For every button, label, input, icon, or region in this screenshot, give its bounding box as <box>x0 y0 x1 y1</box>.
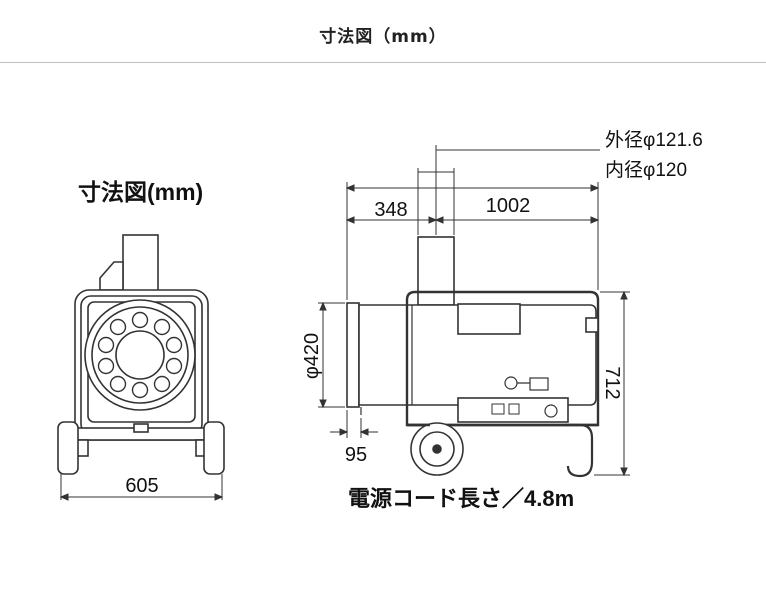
front-side-tab <box>99 261 124 291</box>
offset-label: 348 <box>374 199 407 221</box>
side-view <box>346 236 600 478</box>
side-bracket <box>585 317 599 333</box>
length-label: 1002 <box>486 195 531 217</box>
side-handle <box>565 423 594 478</box>
side-wheel-hub <box>432 444 442 454</box>
figure-title: 寸法図(mm) <box>78 179 203 205</box>
side-gauge <box>504 376 518 390</box>
front-offset-label: 95 <box>345 444 367 466</box>
front-view <box>57 234 225 475</box>
diameter-label: φ420 <box>301 333 323 379</box>
side-dimension-lines <box>318 145 630 477</box>
side-label-panel <box>457 303 521 335</box>
front-chimney <box>122 234 159 296</box>
side-chimney <box>417 236 455 306</box>
front-wheel-left <box>57 421 79 475</box>
header-divider <box>0 62 766 63</box>
side-nozzle-ring <box>346 302 360 408</box>
side-switch-2 <box>508 403 520 415</box>
side-frame <box>405 290 600 427</box>
side-switch <box>491 403 505 415</box>
front-wheel-right <box>203 421 225 475</box>
front-feet-center <box>133 423 149 433</box>
front-width-dimension <box>59 474 224 501</box>
side-knob <box>544 404 558 418</box>
front-fan-center <box>115 330 165 380</box>
height-label: 712 <box>601 366 623 399</box>
front-width-label: 605 <box>125 475 158 497</box>
cord-label: 電源コード長さ／4.8m <box>348 486 574 511</box>
inner-diameter-label: 内径φ120 <box>605 159 687 181</box>
page-title: 寸法図（mm） <box>319 27 447 47</box>
front-vents <box>97 311 183 399</box>
outer-diameter-label: 外径φ121.6 <box>605 129 703 151</box>
side-pump <box>529 377 549 391</box>
